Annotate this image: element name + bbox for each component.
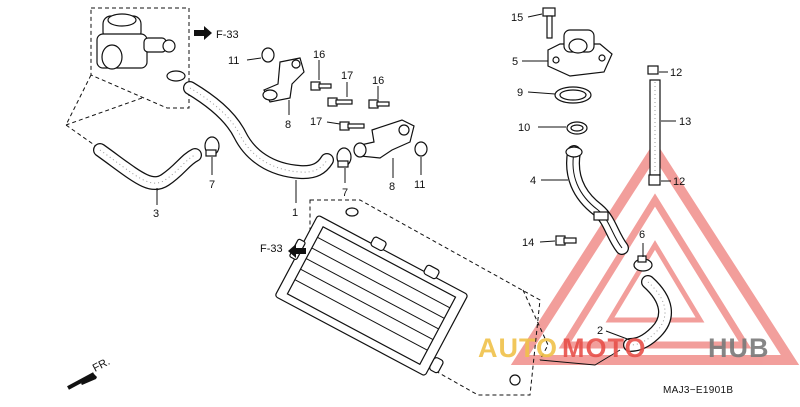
watermark-logo	[510, 140, 800, 365]
clip-12-top	[647, 65, 659, 75]
hose-3	[93, 143, 202, 191]
callout-8-left: 8	[285, 119, 291, 131]
watermark-text: AUTO MOTO HUB	[478, 333, 770, 363]
arrow-to-f33-left-icon	[288, 244, 306, 258]
pump-housing-group	[65, 7, 190, 191]
bolt-17-bottom	[339, 121, 365, 131]
tube-13	[649, 79, 661, 176]
radiator-drain-bolt	[509, 374, 521, 386]
clip-12-bottom	[648, 174, 661, 186]
callout-17-bottom: 17	[310, 116, 322, 128]
svg-text:AUTO: AUTO	[478, 333, 558, 363]
callout-7-left: 7	[209, 179, 215, 191]
callout-12-bottom: 12	[673, 176, 685, 188]
callout-17-top: 17	[341, 70, 353, 82]
clamp-6	[633, 255, 653, 272]
ref-f33-left: F-33	[260, 243, 283, 255]
callout-16-right: 16	[372, 75, 384, 87]
svg-text:HUB: HUB	[708, 333, 770, 363]
svg-text:MOTO: MOTO	[562, 333, 647, 363]
callout-2: 2	[597, 325, 603, 337]
water-joint-8-left	[262, 57, 305, 103]
callout-15: 15	[511, 12, 523, 24]
hose-1	[183, 81, 334, 180]
radiator-group	[275, 199, 541, 396]
oring-11-left	[261, 47, 275, 63]
oring-11-right	[414, 141, 428, 157]
diagram-code: MAJ3−E1901B	[663, 385, 733, 396]
callout-6: 6	[639, 229, 645, 241]
water-joint-8-right	[353, 119, 415, 159]
callout-11-right: 11	[414, 179, 425, 191]
clamp-7-left	[204, 136, 220, 157]
ref-f33-top: F-33	[216, 29, 239, 41]
arrow-to-f33-top-icon	[194, 26, 212, 40]
callout-14: 14	[522, 237, 534, 249]
callout-5: 5	[512, 56, 518, 68]
callout-10: 10	[518, 122, 530, 134]
bolt-15	[542, 7, 556, 39]
callout-7-middle: 7	[342, 187, 348, 199]
pipe-4	[565, 145, 629, 255]
callout-16-left: 16	[313, 49, 325, 61]
bolt-14	[555, 235, 577, 246]
callout-8-right: 8	[389, 181, 395, 193]
callout-11-left: 11	[228, 55, 239, 67]
callout-3: 3	[153, 208, 159, 220]
callout-9: 9	[517, 87, 523, 99]
callout-4: 4	[530, 175, 536, 187]
thermostat-cover-5	[547, 29, 613, 77]
bolt-16-left	[310, 81, 332, 91]
callout-12-top: 12	[670, 67, 682, 79]
callout-1: 1	[292, 207, 298, 219]
bolt-16-right	[368, 99, 390, 109]
callout-13: 13	[679, 116, 691, 128]
hose-2	[623, 275, 672, 352]
clamp-7-middle	[336, 147, 352, 168]
front-direction-arrow-icon	[67, 372, 97, 390]
bolt-17-top	[327, 97, 353, 107]
front-label: FR.	[91, 356, 112, 375]
